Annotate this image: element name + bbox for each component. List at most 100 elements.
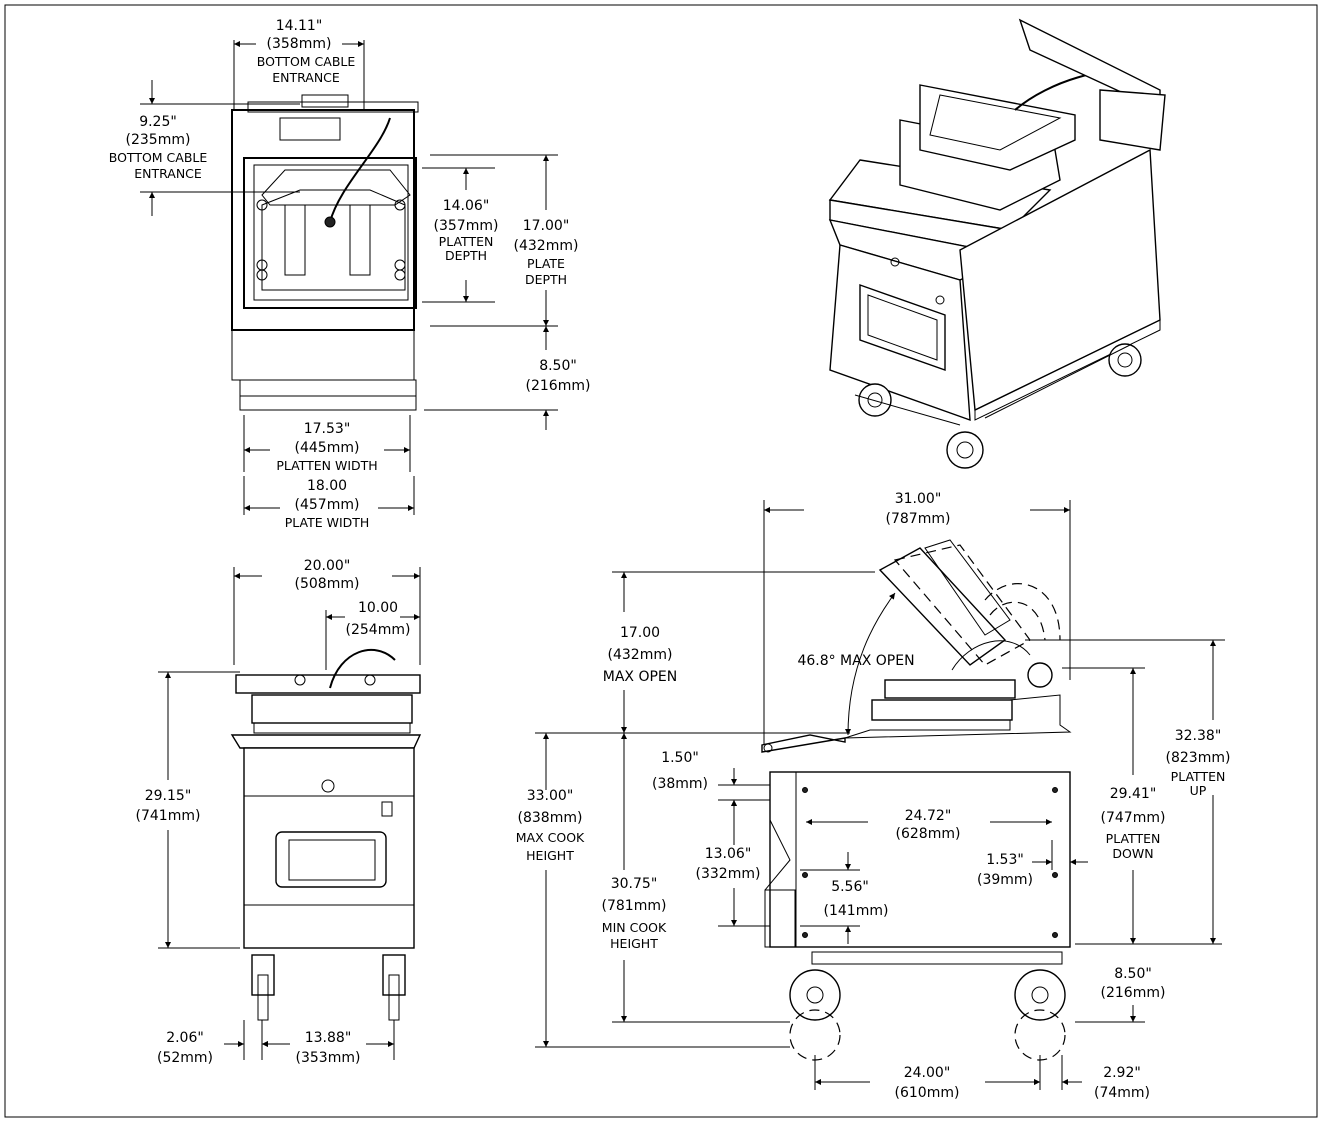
dim-caster-offset: 2.06" (52mm)	[157, 1020, 280, 1066]
label-dim-1306-mm: (332mm)	[696, 866, 761, 882]
label-cable-width: 14.11"	[276, 18, 323, 34]
label-plate-width-caption: PLATE WIDTH	[285, 515, 370, 530]
dim-max-open: 17.00 (432mm) MAX OPEN	[603, 571, 875, 734]
dim-1306: 13.06" (332mm)	[696, 800, 770, 927]
dim-plate-depth: 17.00" (432mm) PLATE DEPTH	[430, 154, 579, 327]
label-cable-width-caption: BOTTOM CABLE	[257, 54, 356, 69]
label-plate-width: 18.00	[307, 478, 347, 494]
label-dim-153-mm: (39mm)	[977, 872, 1033, 888]
dim-rear-offset: 2.92" (74mm)	[1020, 1055, 1150, 1101]
label-front-width: 20.00"	[304, 558, 351, 574]
dim-base-height: 8.50" (216mm)	[1075, 935, 1166, 1023]
label-dim-2472: 24.72"	[905, 808, 952, 824]
label-max-cook-mm: (838mm)	[518, 810, 583, 826]
label-cable-width-mm: (358mm)	[267, 36, 332, 52]
label-max-cook-caption: MAX COOK	[516, 830, 585, 845]
front-view	[230, 648, 422, 1021]
label-front-height-mm: (741mm)	[136, 808, 201, 824]
label-cable-depth: 9.25"	[139, 114, 177, 130]
label-max-open: 17.00	[620, 625, 660, 641]
dim-2472: 24.72" (628mm)	[806, 808, 1052, 842]
label-dim-153: 1.53"	[986, 852, 1024, 868]
dim-open-angle: 46.8° MAX OPEN	[797, 592, 915, 736]
dim-front-overall-width: 20.00" (508mm)	[233, 558, 421, 665]
dim-cable-width: 14.11" (358mm) BOTTOM CABLE ENTRANCE	[233, 18, 365, 110]
label-front-caster-spacing-mm: (353mm)	[296, 1050, 361, 1066]
label-side-caster-spacing-mm: (610mm)	[895, 1085, 960, 1101]
dim-front-caster-spacing: 13.88" (353mm)	[262, 1020, 395, 1066]
label-platten-width: 17.53"	[304, 421, 351, 437]
label-overall-depth: 31.00"	[895, 491, 942, 507]
label-plate-width-mm: (457mm)	[295, 497, 360, 513]
sheet-border	[4, 4, 1318, 1118]
label-platten-depth-caption-2: DEPTH	[445, 248, 487, 263]
dim-overall-depth: 31.00" (787mm)	[763, 491, 1071, 745]
dim-front-offset: 10.00 (254mm)	[325, 600, 420, 670]
label-platten-up-mm: (823mm)	[1166, 750, 1231, 766]
side-view	[761, 539, 1072, 1061]
top-view	[231, 94, 419, 411]
dim-max-cook-height: 33.00" (838mm) MAX COOK HEIGHT	[516, 732, 790, 1048]
label-side-caster-spacing: 24.00"	[904, 1065, 951, 1081]
dim-153: 1.53" (39mm)	[977, 840, 1088, 888]
label-dim-556: 5.56"	[831, 879, 869, 895]
label-max-open-caption: MAX OPEN	[603, 669, 677, 685]
label-platten-up-caption-2: UP	[1190, 783, 1207, 798]
label-open-angle: 46.8° MAX OPEN	[797, 653, 914, 669]
dim-556: 5.56" (141mm)	[800, 852, 888, 944]
label-cable-width-caption-2: ENTRANCE	[272, 70, 340, 85]
label-front-offset: 10.00	[358, 600, 398, 616]
label-platten-up-caption: PLATTEN	[1171, 769, 1226, 784]
label-max-cook-caption-2: HEIGHT	[526, 848, 574, 863]
label-front-depth-mm: (216mm)	[526, 378, 591, 394]
label-rear-offset-mm: (74mm)	[1094, 1085, 1150, 1101]
dim-min-cook-height: 30.75" (781mm) MIN COOK HEIGHT	[602, 733, 790, 1023]
label-plate-depth-caption-2: DEPTH	[525, 272, 567, 287]
label-platten-depth-mm: (357mm)	[434, 218, 499, 234]
label-base-height: 8.50"	[1114, 966, 1152, 982]
label-caster-offset: 2.06"	[166, 1030, 204, 1046]
label-platten-down-caption: PLATTEN	[1106, 831, 1161, 846]
label-platten-down-mm: (747mm)	[1101, 810, 1166, 826]
dim-platten-down: 29.41" (747mm) PLATTEN DOWN	[1062, 667, 1222, 945]
label-cable-depth-mm: (235mm)	[126, 132, 191, 148]
label-front-offset-mm: (254mm)	[346, 622, 411, 638]
label-min-cook-caption: MIN COOK	[602, 920, 667, 935]
dim-front-depth: 8.50" (216mm)	[424, 326, 590, 430]
dim-platten-up: 32.38" (823mm) PLATTEN UP	[1025, 639, 1231, 944]
label-front-caster-spacing: 13.88"	[305, 1030, 352, 1046]
label-plate-depth: 17.00"	[523, 218, 570, 234]
label-platten-depth-caption: PLATTEN	[439, 234, 494, 249]
label-dim-150-mm: (38mm)	[652, 776, 708, 792]
label-plate-depth-caption: PLATE	[527, 256, 565, 271]
label-dim-1306: 13.06"	[705, 846, 752, 862]
dim-cable-depth: 9.25" (235mm) BOTTOM CABLE ENTRANCE	[109, 80, 300, 216]
dim-front-height: 29.15" (741mm)	[136, 671, 240, 949]
dim-plate-width: 18.00 (457mm) PLATE WIDTH	[243, 476, 415, 530]
label-cable-depth-caption: BOTTOM CABLE	[109, 150, 208, 165]
dim-150: 1.50" (38mm)	[652, 750, 770, 818]
label-dim-556-mm: (141mm)	[824, 903, 889, 919]
label-platten-up: 32.38"	[1175, 728, 1222, 744]
label-dim-150: 1.50"	[661, 750, 699, 766]
dim-platten-width: 17.53" (445mm) PLATTEN WIDTH	[243, 415, 411, 473]
label-front-height: 29.15"	[145, 788, 192, 804]
label-dim-2472-mm: (628mm)	[896, 826, 961, 842]
label-base-height-mm: (216mm)	[1101, 985, 1166, 1001]
label-overall-depth-mm: (787mm)	[886, 511, 951, 527]
label-plate-depth-mm: (432mm)	[514, 238, 579, 254]
label-max-cook: 33.00"	[527, 788, 574, 804]
label-platten-width-mm: (445mm)	[295, 440, 360, 456]
label-platten-down: 29.41"	[1110, 786, 1157, 802]
label-front-depth: 8.50"	[539, 358, 577, 374]
dim-platten-depth: 14.06" (357mm) PLATTEN DEPTH	[422, 167, 499, 303]
label-min-cook-mm: (781mm)	[602, 898, 667, 914]
label-front-width-mm: (508mm)	[295, 576, 360, 592]
label-max-open-mm: (432mm)	[608, 647, 673, 663]
label-caster-offset-mm: (52mm)	[157, 1050, 213, 1066]
label-platten-down-caption-2: DOWN	[1112, 846, 1153, 861]
label-platten-width-caption: PLATTEN WIDTH	[276, 458, 377, 473]
label-platten-depth: 14.06"	[443, 198, 490, 214]
label-rear-offset: 2.92"	[1103, 1065, 1141, 1081]
